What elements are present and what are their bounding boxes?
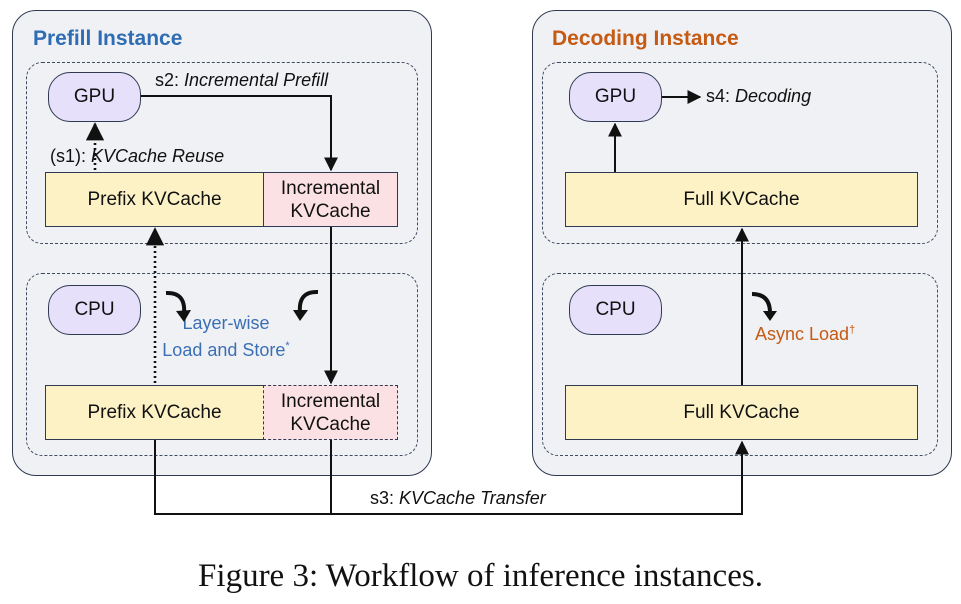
prefill-gpu-prefix-kvcache: Prefix KVCache (45, 172, 264, 227)
prefill-gpu-group (26, 62, 418, 244)
decoding-instance-title: Decoding Instance (552, 27, 739, 50)
decoding-cpu: CPU (569, 285, 662, 335)
incremental-kvcache-label: Incremental KVCache (280, 177, 381, 222)
prefill-gpu: GPU (48, 72, 141, 122)
prefill-cpu-prefix-kvcache: Prefix KVCache (45, 385, 264, 440)
decoding-gpu-group (542, 62, 938, 244)
s3-step: s3: (370, 488, 395, 508)
prefill-instance-title: Prefill Instance (33, 27, 183, 50)
layer-wise-line1: Layer-wise (182, 313, 270, 333)
s3-label: s3: KVCache Transfer (370, 488, 546, 509)
s2-name: Incremental Prefill (184, 70, 329, 90)
async-load-mark: † (849, 324, 856, 336)
layer-wise-mark: * (285, 340, 290, 352)
layer-wise-line2: Load and Store* (162, 340, 290, 360)
incremental-kvcache-label: Incremental KVCache (280, 390, 381, 435)
s4-label: s4: Decoding (706, 86, 811, 107)
decoding-gpu-full-kvcache: Full KVCache (565, 172, 918, 227)
s1-name: KVCache Reuse (91, 146, 225, 166)
prefill-cpu-incremental-kvcache: Incremental KVCache (263, 385, 398, 440)
layer-wise-label: Layer-wise Load and Store* (160, 312, 292, 362)
prefill-cpu: CPU (48, 285, 141, 335)
decoding-cpu-full-kvcache: Full KVCache (565, 385, 918, 440)
s1-label: (s1): KVCache Reuse (50, 146, 224, 167)
figure-caption: Figure 3: Workflow of inference instance… (198, 558, 763, 594)
s3-name: KVCache Transfer (399, 488, 546, 508)
decoding-gpu: GPU (569, 72, 662, 122)
s2-step: s2: (155, 70, 180, 90)
s4-name: Decoding (735, 86, 812, 106)
s1-step: (s1): (50, 146, 86, 166)
s4-step: s4: (706, 86, 731, 106)
s2-label: s2: Incremental Prefill (155, 70, 328, 91)
prefill-gpu-incremental-kvcache: Incremental KVCache (263, 172, 398, 227)
async-load-label: Async Load† (755, 324, 856, 344)
